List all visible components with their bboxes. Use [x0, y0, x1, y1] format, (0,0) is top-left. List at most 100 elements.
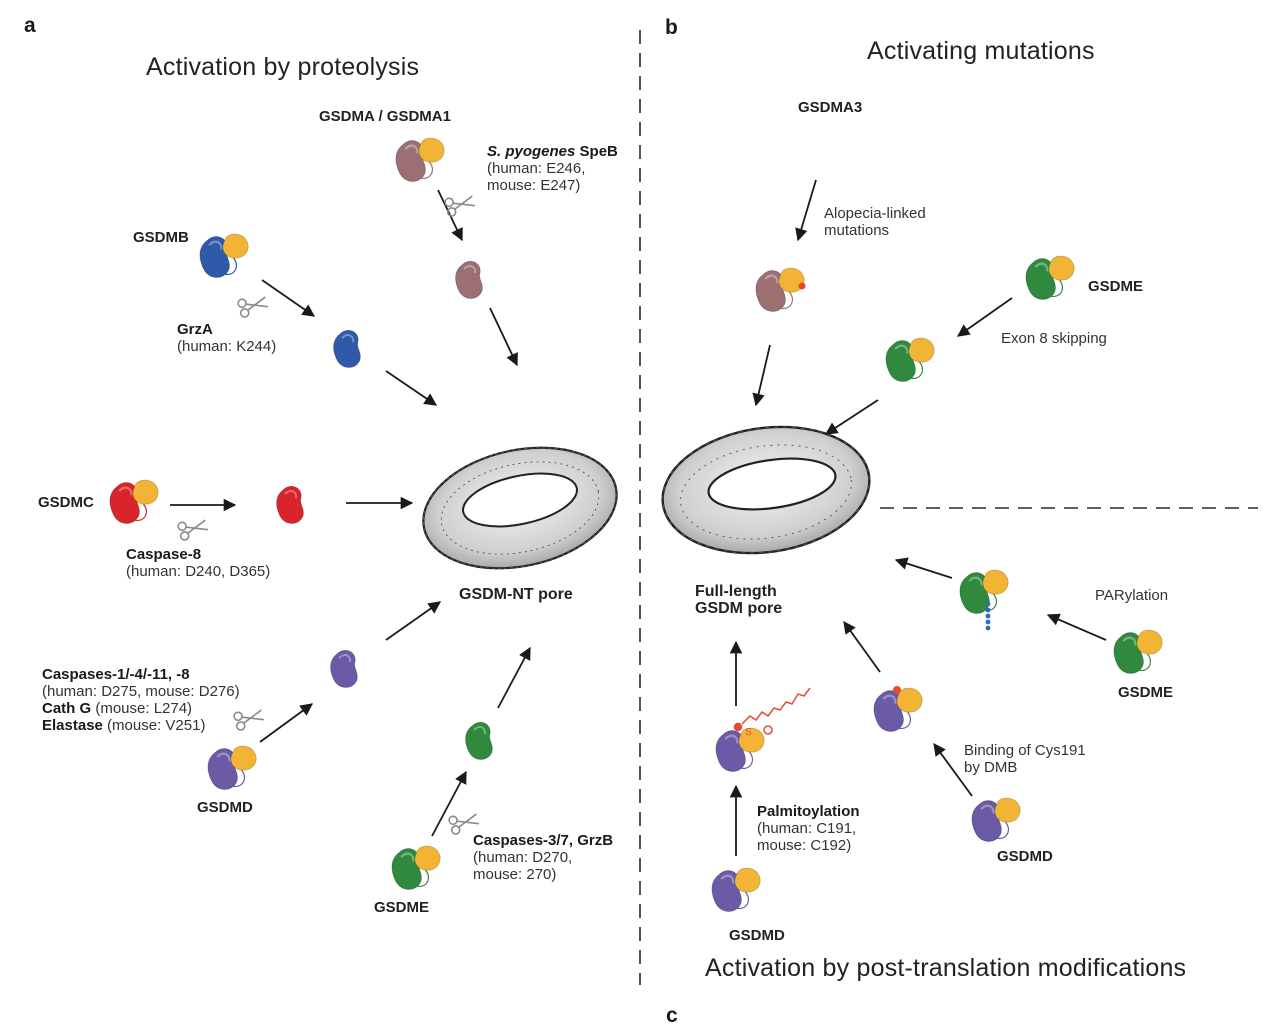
linker: [908, 361, 923, 380]
label-gsdm-nt-pore: GSDM-NT pore: [459, 586, 573, 603]
label-gsdma3: GSDMA3: [798, 99, 863, 116]
label-gsdmd-a: GSDMD: [197, 799, 253, 816]
linker: [734, 891, 749, 910]
protein-glyphs: [109, 137, 1163, 912]
alopecia-line-1: Alopecia-linked: [824, 205, 926, 222]
nt-domain: [276, 485, 304, 524]
palmitoylation-name: Palmitoylation: [757, 803, 860, 820]
caspase-8-name: Caspase-8: [126, 546, 202, 563]
label-gsdme-b: GSDME: [1088, 278, 1144, 295]
title-ptm: Activation by post-translation modificat…: [705, 954, 1187, 982]
title-proteolysis: Activation by proteolysis: [146, 53, 420, 81]
cathg-name: Cath G: [42, 700, 92, 717]
linker: [1136, 653, 1151, 672]
nt-domain-highlight: [208, 240, 223, 250]
scissors-icon: [177, 519, 208, 541]
palmitoylation-site-human: (human: C191,: [757, 820, 857, 837]
nt-domain-highlight: [216, 752, 231, 762]
caspases-3-7-site-mouse: mouse: 270): [473, 866, 557, 883]
ct-domain: [908, 337, 935, 363]
palmitoyl-chain-icon: S: [733, 687, 811, 738]
linker: [1048, 279, 1063, 298]
nt-domain-highlight: [764, 274, 779, 284]
scissors-icons: [177, 195, 479, 835]
annotation-grza: GrzA (human: K244): [177, 321, 276, 355]
ct-domain: [414, 845, 441, 871]
label-gsdme-a: GSDME: [374, 899, 430, 916]
caspases-3-7-site-human: (human: D270,: [473, 849, 573, 866]
annotation-cys191: Binding of Cys191 by DMB: [964, 742, 1086, 776]
nt-domain-highlight: [882, 694, 897, 704]
nt-domain-highlight: [1034, 262, 1049, 272]
speb-site-human: (human: E246,: [487, 160, 586, 177]
nt-domain-highlight: [894, 344, 909, 354]
speb-enzyme: SpeB: [575, 143, 618, 160]
nt-domain-highlight: [473, 726, 487, 735]
caspases-3-7-name: Caspases-3/7, GrzB: [473, 832, 614, 849]
ct-domain: [230, 745, 257, 771]
annotation-caspases-3-7: Caspases-3/7, GrzB (human: D270, mouse: …: [473, 832, 613, 883]
nt-domain-highlight: [463, 265, 477, 274]
label-gsdmb: GSDMB: [133, 229, 189, 246]
ct-domain: [982, 569, 1009, 595]
panel-label-c: c: [666, 1004, 678, 1027]
nt-domain: [330, 649, 358, 688]
ct-domain: [1136, 629, 1163, 655]
annotation-speb: S. pyogenes SpeB (human: E246, mouse: E2…: [487, 143, 618, 194]
scissors-icon: [237, 296, 268, 318]
parylation-beads-icon: [985, 601, 991, 631]
speb-site-mouse: mouse: E247): [487, 177, 581, 194]
cys191-line-1: Binding of Cys191: [964, 742, 1086, 759]
ct-domain: [896, 687, 923, 713]
linker: [230, 769, 245, 788]
ct-domain: [132, 479, 159, 505]
speb-species: S. pyogenes: [487, 143, 576, 160]
annotation-parylation: PARylation: [1095, 587, 1169, 604]
nt-domain-highlight: [968, 576, 983, 586]
ct-domain: [994, 797, 1021, 823]
cys191-dot-icon: [893, 686, 901, 694]
linker: [222, 257, 237, 276]
nt-domain-highlight: [118, 486, 133, 496]
linker: [414, 869, 429, 888]
label-full-length-pore: Full-length GSDM pore: [695, 583, 782, 617]
linker: [132, 503, 147, 522]
label-gsdmd-c2: GSDMD: [997, 848, 1053, 865]
annotation-caspase-8: Caspase-8 (human: D240, D365): [126, 546, 270, 580]
caspases-multi-name: Caspases-1/-4/-11, -8: [42, 666, 190, 683]
label-gsdmc: GSDMC: [38, 494, 94, 511]
nt-domain-highlight: [720, 874, 735, 884]
linker: [778, 291, 793, 310]
alopecia-line-2: mutations: [824, 222, 890, 239]
label-gsdma: GSDMA / GSDMA1: [319, 108, 451, 125]
nt-domain-highlight: [284, 490, 298, 499]
label-gsdme-c: GSDME: [1118, 684, 1174, 701]
linker: [994, 821, 1009, 840]
annotation-palmitoylation: Palmitoylation (human: C191, mouse: C192…: [757, 803, 860, 854]
caspase-8-site: (human: D240, D365): [126, 563, 271, 580]
nt-domain: [455, 260, 483, 299]
cys191-line-2: by DMB: [964, 759, 1018, 776]
full-length-gsdm-pore-icon: [661, 425, 871, 555]
scissors-icon: [448, 813, 479, 835]
cathg-site: (mouse: L274): [91, 700, 193, 717]
mutation-dot-icon: [798, 282, 806, 290]
svg-text:S: S: [745, 727, 752, 738]
palmitoylation-site-mouse: mouse: C192): [757, 837, 852, 854]
linker: [982, 593, 997, 612]
nt-domain: [333, 329, 361, 368]
gsdm-nt-pore-icon: [422, 446, 618, 570]
nt-domain-highlight: [404, 144, 419, 154]
linker: [738, 751, 753, 770]
nt-domain-highlight: [338, 654, 352, 663]
nt-domain-highlight: [724, 734, 739, 744]
nt-domain-highlight: [980, 804, 995, 814]
modifications: S: [733, 282, 991, 738]
elastase-site: (mouse: V251): [102, 717, 206, 734]
full-length-pore-line-2: GSDM pore: [695, 600, 783, 617]
nt-domain-highlight: [400, 852, 415, 862]
linker: [896, 711, 911, 730]
scissors-icon: [444, 195, 475, 217]
ct-domain: [734, 867, 761, 893]
